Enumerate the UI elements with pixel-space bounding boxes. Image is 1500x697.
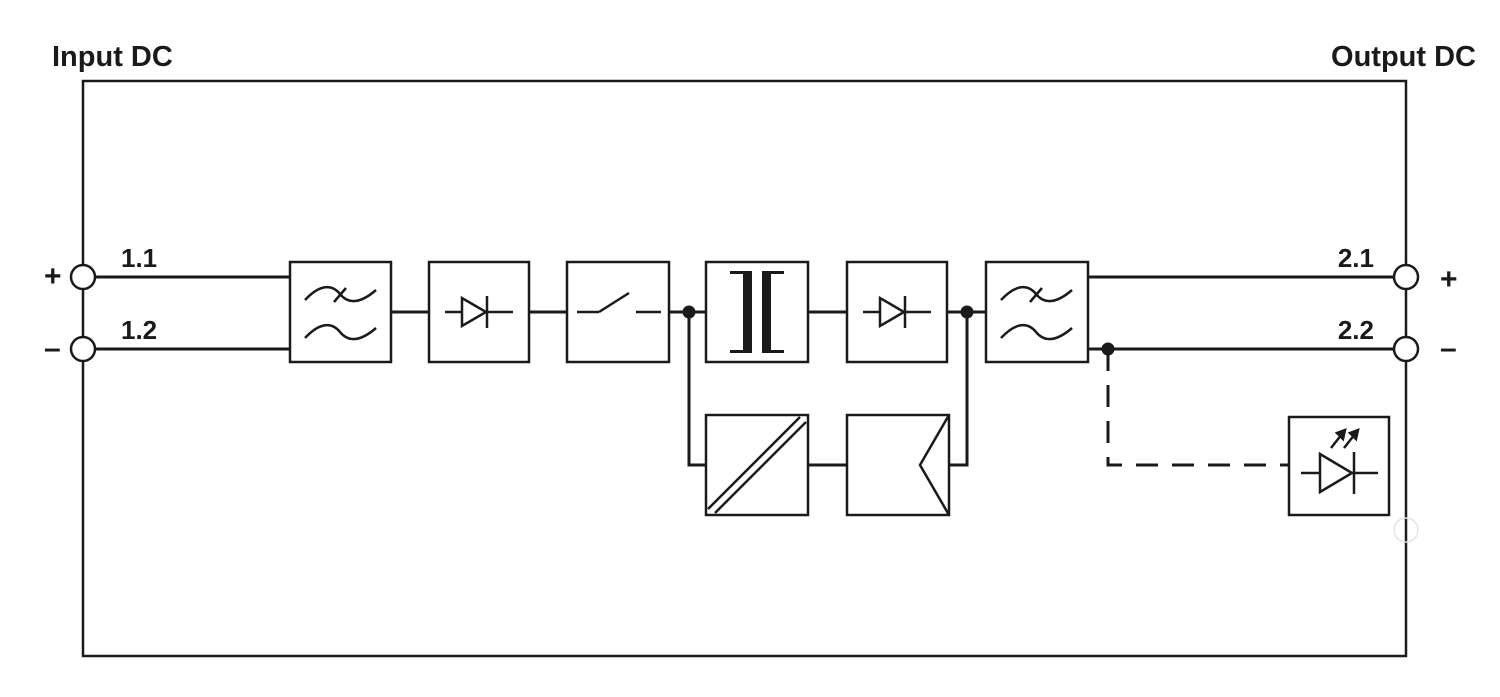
control-block (845, 413, 951, 517)
device-housing (81, 79, 1408, 658)
output-dc-label: Output DC (1331, 41, 1476, 73)
input-filter-icon (304, 286, 377, 341)
transformer-icon (730, 271, 784, 353)
output-terminal-neg (1392, 335, 1420, 363)
output-pos-terminal-label: 2.1 (1338, 243, 1374, 273)
junction-dot-1 (682, 305, 696, 319)
switch-block (565, 260, 671, 364)
input-terminal-pos (69, 263, 97, 291)
faint-mark (1393, 517, 1419, 543)
output-pos-polarity: + (1440, 263, 1458, 296)
output-rectifier-block (845, 260, 949, 364)
output-rectifier-diode-icon (863, 295, 931, 329)
wires (95, 275, 1394, 467)
input-neg-polarity: – (44, 332, 61, 365)
control-block-icon (918, 414, 951, 516)
switch-icon (577, 291, 661, 314)
input-rectifier-block (427, 260, 531, 364)
dashed-signal-line (1106, 349, 1289, 467)
input-rectifier-diode-icon (445, 295, 513, 329)
output-terminal-pos (1392, 263, 1420, 291)
input-dc-label: Input DC (52, 41, 173, 73)
input-pos-terminal-label: 1.1 (121, 243, 157, 273)
dc-dc-converter-block (704, 413, 810, 517)
led-indicator-block (1287, 415, 1391, 517)
junction-dot-2 (960, 305, 974, 319)
output-neg-polarity: – (1440, 332, 1457, 365)
led-indicator-icon (1301, 428, 1378, 495)
input-terminal-neg (69, 335, 97, 363)
output-neg-terminal-label: 2.2 (1338, 315, 1374, 345)
input-neg-terminal-label: 1.2 (121, 315, 157, 345)
output-filter-icon (1000, 286, 1073, 341)
transformer-block (704, 260, 810, 364)
dc-dc-converter-icon (707, 416, 807, 514)
input-filter-block (288, 260, 393, 364)
output-filter-block (984, 260, 1090, 364)
input-pos-polarity: + (44, 260, 62, 293)
